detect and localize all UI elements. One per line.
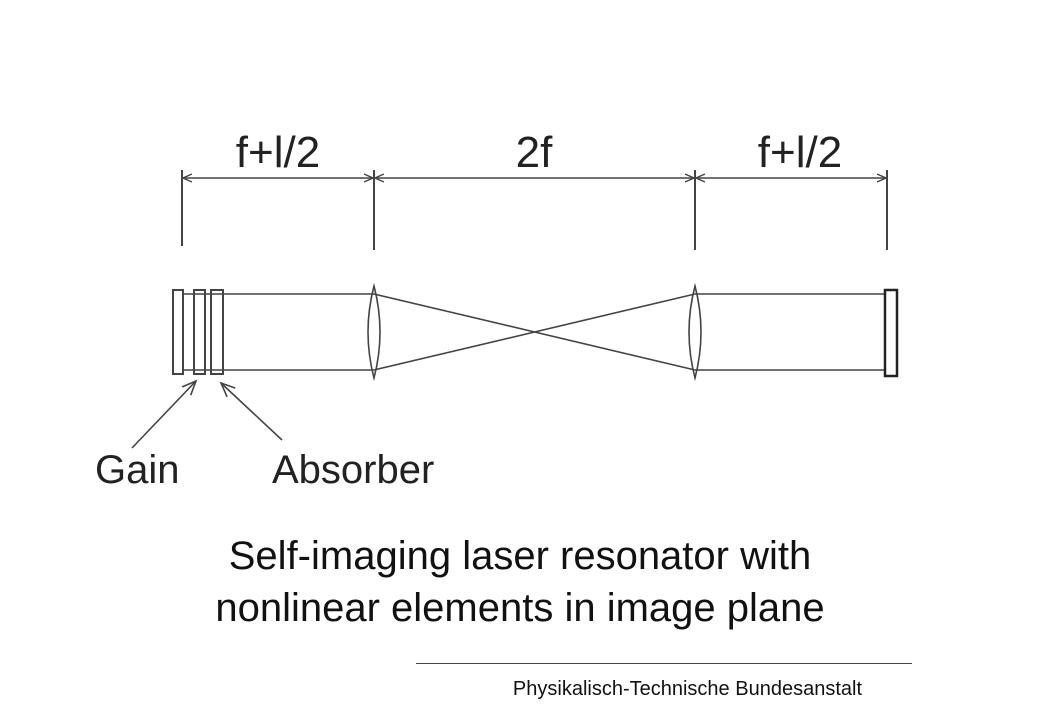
end-mirror — [883, 288, 899, 378]
caption-line-2: nonlinear elements in image plane — [215, 586, 825, 630]
footer-organization: Physikalisch-Technische Bundesanstalt — [512, 678, 862, 700]
caption-line-1: Self-imaging laser resonator with — [228, 534, 812, 578]
footer-divider — [416, 663, 912, 664]
dimension-label-left: f+l/2 — [236, 128, 320, 177]
gain-pointer-arrow — [131, 381, 196, 449]
resonator-diagram-svg: f+l/2 2f f+l/2 — [95, 128, 899, 492]
beam-crossing-up — [373, 293, 696, 371]
resonator-diagram: f+l/2 2f f+l/2 — [95, 128, 899, 492]
absorber-plate-1 — [193, 289, 206, 375]
gain-plate — [172, 289, 184, 375]
absorber-plate-2 — [210, 289, 224, 375]
dimension-label-right: f+l/2 — [758, 128, 842, 177]
lens-left — [367, 282, 381, 382]
absorber-pointer-arrow — [221, 383, 283, 441]
lens-right — [688, 282, 702, 382]
slide-caption: Self-imaging laser resonator with nonlin… — [0, 530, 1040, 634]
absorber-label: Absorber — [272, 448, 434, 492]
gain-label: Gain — [95, 448, 180, 492]
dimension-label-middle: 2f — [516, 128, 553, 177]
